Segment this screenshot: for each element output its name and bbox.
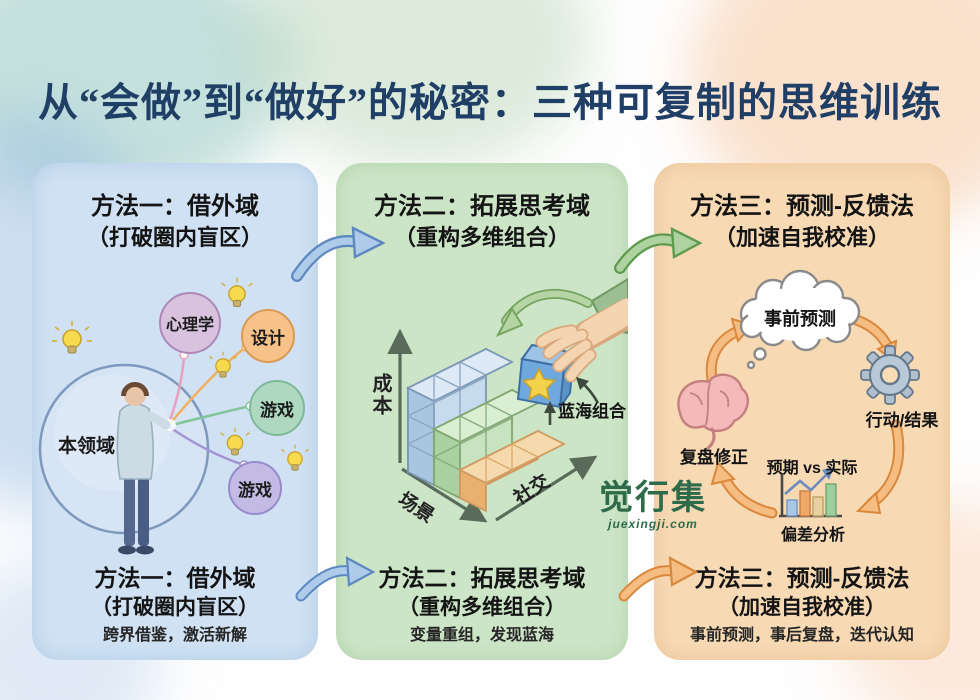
person-figure — [116, 382, 171, 555]
panel-2-header-line1: 方法二：拓展思考域 — [374, 193, 590, 220]
cube-block-orange — [457, 429, 567, 513]
panel-3-footer-line1: 方法三：预测-反馈法 — [694, 565, 910, 592]
connector-game-1 — [167, 404, 251, 428]
deviation-bar-chart — [779, 467, 842, 518]
flow-arrow-1-to-2-bottom — [295, 556, 376, 602]
bubble-psychology-label: 心理学 — [165, 317, 214, 334]
panel-2-header-line2: （重构多维组合） — [393, 224, 570, 250]
panel-3-illustration: 事前预测 行动/结果 复盘修正 预期 vs 实际 偏差分析 — [654, 163, 950, 660]
highlight-arrow-icon — [544, 377, 600, 425]
step-analysis-label: 偏差分析 — [780, 527, 845, 544]
bubble-game-1-label: 游戏 — [260, 400, 294, 420]
cube-block-green — [431, 388, 541, 500]
panel-method-1: 方法一：借外域 （打破圈内盲区） — [32, 163, 318, 660]
panel-method-2: 方法二：拓展思考域 （重构多维组合） — [336, 163, 628, 660]
panel-1-header-line1: 方法一：借外域 — [91, 193, 259, 220]
panel-2-footer: 方法二：拓展思考域 （重构多维组合） 变量重组，发现蓝海 — [336, 564, 628, 647]
trend-arrowhead — [822, 467, 834, 480]
lightbulb-icon — [281, 444, 309, 471]
panel-1-footer: 方法一：借外域 （打破圈内盲区） 跨界借鉴，激活新解 — [32, 564, 318, 647]
bubble-design: 设计 — [241, 309, 295, 363]
lightbulb-icon — [209, 351, 237, 378]
panel-2-footer-line3: 变量重组，发现蓝海 — [409, 627, 554, 645]
gear-icon — [860, 345, 920, 405]
hand-illustration — [535, 277, 628, 383]
cube-block-blue — [405, 347, 515, 487]
brain-icon — [677, 373, 750, 450]
lightbulb-icon — [52, 321, 92, 354]
page-title: 从“会做”到“做好”的秘密：三种可复制的思维训练 — [38, 80, 942, 125]
step-predict-label: 事前预测 — [764, 309, 836, 329]
panel-2-footer-line2: （重构多维组合） — [398, 595, 566, 619]
panel-3-header-line2: （加速自我校准） — [713, 224, 890, 250]
bubble-psychology: 心理学 — [159, 292, 221, 354]
bubble-game-1: 游戏 — [249, 380, 305, 436]
connector-game-2 — [167, 424, 245, 467]
panel-3-header: 方法三：预测-反馈法 （加速自我校准） — [654, 191, 950, 252]
axis-cost-label: 成本 — [369, 373, 391, 417]
bubble-design-label: 设计 — [251, 328, 285, 348]
axis-social-arrow — [495, 455, 598, 522]
feedback-cycle-illustration — [677, 269, 920, 519]
panel-3-footer-line3: 事前预测，事后复盘，迭代认知 — [689, 627, 914, 645]
step-review-label: 复盘修正 — [680, 448, 748, 467]
panel-1-header: 方法一：借外域 （打破圈内盲区） — [32, 191, 318, 252]
step-action-label: 行动/结果 — [865, 411, 939, 430]
lightbulb-icon — [220, 427, 250, 456]
flow-arrow-2-to-3-top — [614, 226, 703, 274]
compare-label: 预期 vs 实际 — [766, 460, 858, 477]
panel-2-header: 方法二：拓展思考域 （重构多维组合） — [336, 191, 628, 252]
bubble-game-2: 游戏 — [228, 461, 282, 515]
panel-1-footer-line3: 跨界借鉴，激活新解 — [102, 627, 247, 645]
panel-1-header-line2: （打破圈内盲区） — [86, 224, 263, 250]
swap-arrow-icon — [495, 288, 593, 338]
lightbulb-icon — [221, 277, 253, 308]
panel-1-footer-line2: （打破圈内盲区） — [91, 595, 259, 619]
connector-design — [167, 346, 247, 427]
panel-3-header-line1: 方法三：预测-反馈法 — [690, 193, 914, 220]
flow-arrow-1-to-2-top — [291, 225, 386, 282]
axis-scene-arrow — [401, 467, 488, 523]
connector-psychology — [166, 354, 186, 427]
panel-1-footer-line1: 方法一：借外域 — [94, 565, 256, 592]
cross-domain-illustration — [38, 277, 309, 555]
cycle-arrow-action-to-analysis — [855, 419, 905, 515]
cube-matrix-illustration — [387, 277, 628, 523]
cycle-arrow-analysis-to-review — [710, 461, 778, 519]
panel-3-footer: 方法三：预测-反馈法 （加速自我校准） 事前预测，事后复盘，迭代认知 — [654, 564, 950, 647]
panel-1-illustration: 本领域 心理学 设计 游戏 游戏 — [32, 163, 318, 660]
bubble-game-2-label: 游戏 — [238, 480, 272, 500]
own-domain-label: 本领域 — [58, 436, 116, 457]
flow-arrow-2-to-3-bottom — [618, 556, 699, 602]
panel-2-footer-line1: 方法二：拓展思考域 — [378, 565, 586, 592]
star-icon — [521, 367, 557, 401]
panel-method-3: 方法三：预测-反馈法 （加速自我校准） — [654, 163, 950, 660]
panel-3-footer-line2: （加速自我校准） — [718, 595, 886, 619]
blue-ocean-label: 蓝海组合 — [558, 402, 626, 421]
thought-cloud-icon — [739, 269, 861, 370]
panel-2-illustration: 成本 场景 社交 蓝海组合 — [336, 163, 628, 660]
